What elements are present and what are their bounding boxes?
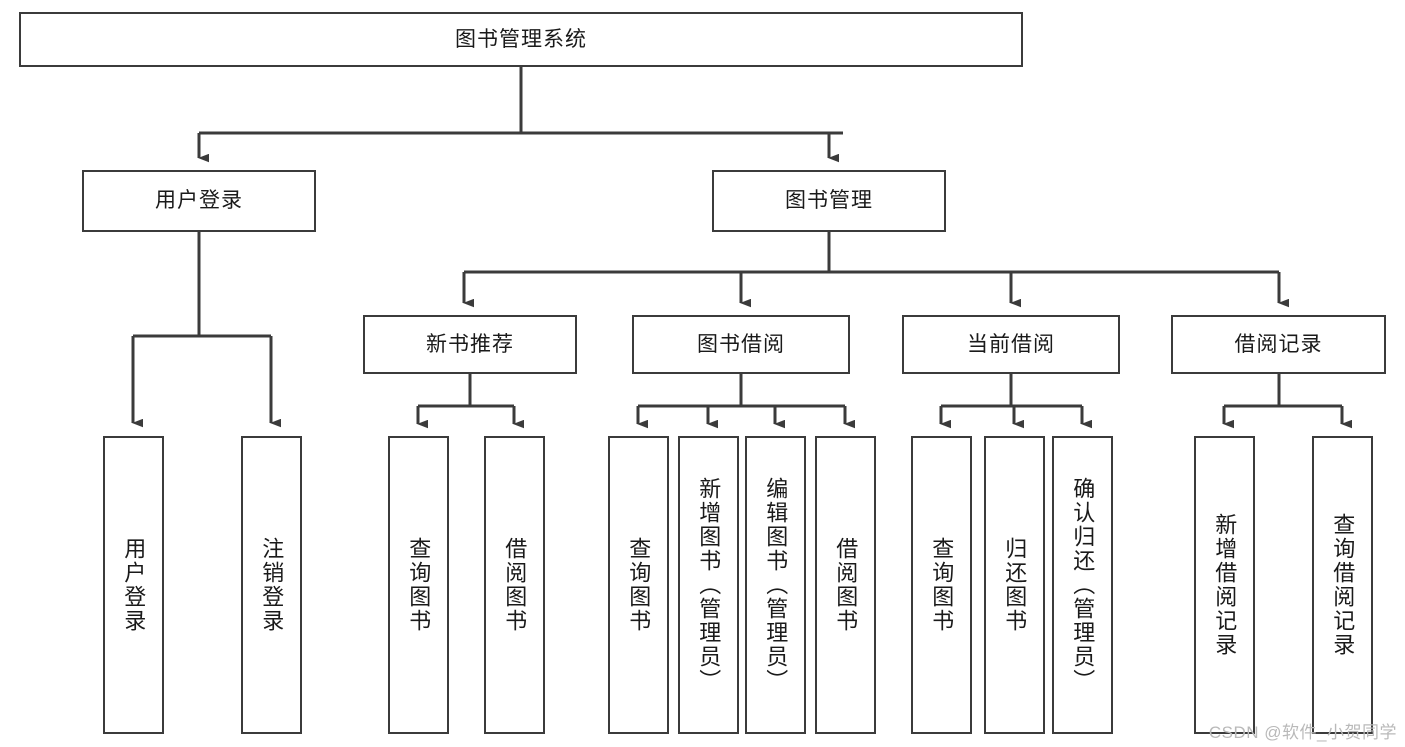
node-label: 查询图书 <box>406 537 432 633</box>
node-label: 用户登录 <box>155 189 243 213</box>
node-label: 查询借阅记录 <box>1330 513 1356 657</box>
node-borrow-record[interactable]: 借阅记录 <box>1171 315 1386 374</box>
node-label: 确认归还（管理员） <box>1070 477 1096 693</box>
node-label: 查询图书 <box>929 537 955 633</box>
node-leaf-borrow-book[interactable]: 借阅图书 <box>815 436 876 734</box>
node-root-system[interactable]: 图书管理系统 <box>19 12 1023 67</box>
node-label: 图书管理系统 <box>455 27 587 51</box>
node-label: 当前借阅 <box>967 332 1055 356</box>
node-leaf-edit-book-admin[interactable]: 编辑图书（管理员） <box>745 436 806 734</box>
node-label: 借阅图书 <box>833 537 859 633</box>
node-label: 编辑图书（管理员） <box>763 477 789 693</box>
node-label: 归还图书 <box>1002 537 1028 633</box>
node-label: 借阅图书 <box>502 537 528 633</box>
node-leaf-query-borrow-record[interactable]: 查询借阅记录 <box>1312 436 1373 734</box>
node-label: 查询图书 <box>626 537 652 633</box>
node-current-borrow[interactable]: 当前借阅 <box>902 315 1120 374</box>
node-label: 注销登录 <box>259 537 285 633</box>
node-leaf-logout[interactable]: 注销登录 <box>241 436 302 734</box>
node-leaf-user-login[interactable]: 用户登录 <box>103 436 164 734</box>
node-label: 新增图书（管理员） <box>696 477 722 693</box>
node-leaf-confirm-return-admin[interactable]: 确认归还（管理员） <box>1052 436 1113 734</box>
node-leaf-query-book-borrow[interactable]: 查询图书 <box>608 436 669 734</box>
node-label: 图书管理 <box>785 189 873 213</box>
node-user-login[interactable]: 用户登录 <box>82 170 316 232</box>
node-label: 用户登录 <box>121 537 147 633</box>
node-label: 新增借阅记录 <box>1212 513 1238 657</box>
node-book-borrow[interactable]: 图书借阅 <box>632 315 850 374</box>
node-leaf-query-book-current[interactable]: 查询图书 <box>911 436 972 734</box>
node-label: 新书推荐 <box>426 332 514 356</box>
node-leaf-add-borrow-record[interactable]: 新增借阅记录 <box>1194 436 1255 734</box>
node-new-book-recommend[interactable]: 新书推荐 <box>363 315 577 374</box>
node-leaf-borrow-book-recommend[interactable]: 借阅图书 <box>484 436 545 734</box>
node-label: 借阅记录 <box>1234 332 1323 356</box>
node-leaf-query-book-recommend[interactable]: 查询图书 <box>388 436 449 734</box>
node-leaf-return-book[interactable]: 归还图书 <box>984 436 1045 734</box>
node-book-management[interactable]: 图书管理 <box>712 170 946 232</box>
node-label: 图书借阅 <box>697 332 785 356</box>
node-leaf-add-book-admin[interactable]: 新增图书（管理员） <box>678 436 739 734</box>
